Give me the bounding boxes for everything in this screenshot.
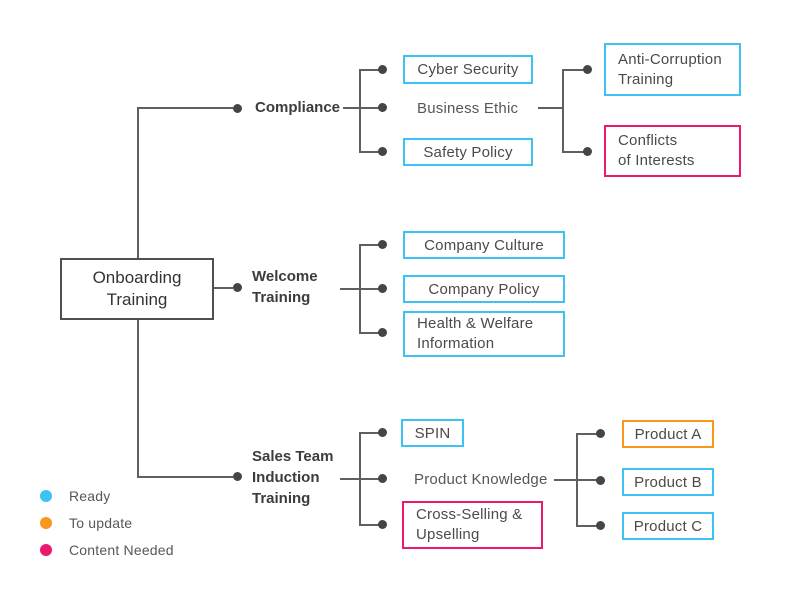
- node-compliance[interactable]: Compliance: [255, 99, 341, 116]
- connector-dot: [378, 147, 387, 156]
- legend-item-ready: Ready: [40, 488, 110, 504]
- connector-dot: [378, 428, 387, 437]
- connector-line: [576, 525, 601, 527]
- connector-line: [359, 432, 361, 526]
- node-product-c[interactable]: Product C: [622, 512, 714, 540]
- connector-dot: [596, 429, 605, 438]
- connector-dot: [233, 104, 242, 113]
- connector-line: [576, 433, 578, 526]
- content-needed-status-icon: [40, 544, 52, 556]
- connector-line: [538, 107, 563, 109]
- root-label-line1: Onboarding: [92, 268, 182, 287]
- node-product-knowledge[interactable]: Product Knowledge: [414, 471, 548, 488]
- connector-line: [359, 69, 382, 71]
- node-safety-policy[interactable]: Safety Policy: [403, 138, 533, 166]
- connector-dot: [378, 328, 387, 337]
- anti-corruption-line1: Anti-Corruption: [618, 50, 722, 68]
- sales-line1: Sales Team: [252, 448, 334, 465]
- node-sales-team-induction-training[interactable]: Sales Team Induction Training: [252, 446, 333, 509]
- connector-dot: [583, 65, 592, 74]
- node-cyber-security[interactable]: Cyber Security: [403, 55, 533, 84]
- node-onboarding-training[interactable]: Onboarding Training: [60, 258, 214, 320]
- node-welcome-training[interactable]: Welcome Training: [252, 266, 318, 308]
- node-product-a[interactable]: Product A: [622, 420, 714, 448]
- connector-line: [137, 107, 139, 260]
- sales-line2: Induction: [252, 469, 320, 486]
- connector-line: [359, 244, 382, 246]
- legend-label-content-needed: Content Needed: [69, 542, 174, 558]
- legend-item-content-needed: Content Needed: [40, 542, 174, 558]
- cross-selling-line2: Upselling: [416, 526, 480, 543]
- cross-selling-line1: Cross-Selling &: [416, 506, 523, 523]
- legend-item-to-update: To update: [40, 515, 132, 531]
- node-cross-selling-upselling[interactable]: Cross-Selling & Upselling: [402, 501, 543, 549]
- connector-line: [359, 332, 382, 334]
- connector-line: [137, 319, 139, 477]
- connector-line: [213, 287, 233, 289]
- connector-dot: [596, 476, 605, 485]
- node-spin[interactable]: SPIN: [401, 419, 464, 447]
- connector-dot: [378, 65, 387, 74]
- connector-line: [137, 476, 233, 478]
- anti-corruption-line2: Training: [618, 70, 674, 88]
- legend-label-ready: Ready: [69, 488, 111, 504]
- welcome-line1: Welcome: [252, 268, 318, 285]
- connector-dot: [378, 103, 387, 112]
- connector-line: [562, 151, 587, 153]
- node-company-policy[interactable]: Company Policy: [403, 275, 565, 303]
- connector-line: [340, 288, 382, 290]
- ready-status-icon: [40, 490, 52, 502]
- connector-line: [359, 432, 382, 434]
- sales-line3: Training: [252, 490, 311, 507]
- connector-line: [359, 151, 382, 153]
- connector-line: [562, 69, 587, 71]
- to-update-status-icon: [40, 517, 52, 529]
- connector-line: [359, 244, 361, 334]
- node-business-ethic[interactable]: Business Ethic: [417, 100, 519, 117]
- connector-line: [562, 69, 564, 153]
- root-label-line2: Training: [106, 290, 168, 309]
- connector-dot: [233, 283, 242, 292]
- welcome-line2: Training: [252, 289, 311, 306]
- node-conflicts-of-interests[interactable]: Conflicts of Interests: [604, 125, 741, 177]
- conflicts-line2: of Interests: [618, 152, 695, 169]
- connector-dot: [596, 521, 605, 530]
- legend-label-to-update: To update: [69, 515, 133, 531]
- node-company-culture[interactable]: Company Culture: [403, 231, 565, 259]
- node-health-welfare-information[interactable]: Health & Welfare Information: [403, 311, 565, 357]
- health-welfare-line2: Information: [417, 335, 495, 352]
- node-product-b[interactable]: Product B: [622, 468, 714, 496]
- node-anti-corruption-training[interactable]: Anti-Corruption Training: [604, 43, 741, 96]
- connector-dot: [378, 474, 387, 483]
- connector-line: [343, 107, 382, 109]
- connector-dot: [378, 520, 387, 529]
- health-welfare-line1: Health & Welfare: [417, 315, 534, 332]
- connector-line: [340, 478, 382, 480]
- connector-line: [576, 433, 601, 435]
- connector-dot: [378, 284, 387, 293]
- conflicts-line1: Conflicts: [618, 132, 678, 149]
- connector-line: [359, 69, 361, 153]
- connector-line: [359, 524, 382, 526]
- connector-line: [137, 107, 233, 109]
- connector-dot: [378, 240, 387, 249]
- connector-dot: [583, 147, 592, 156]
- connector-dot: [233, 472, 242, 481]
